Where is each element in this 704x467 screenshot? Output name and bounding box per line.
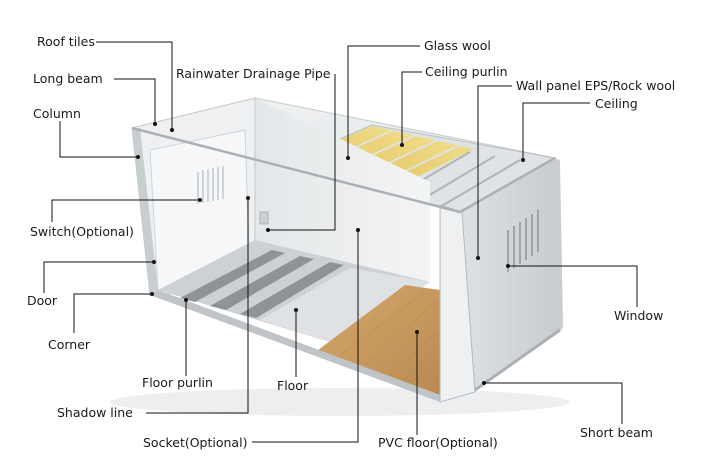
top-long-beam [131,126,461,214]
corner-columns [132,128,563,403]
top-short-beam [459,156,556,214]
label-roof-tiles: Roof tiles [37,34,95,49]
pvc-wood-floor [318,285,440,395]
label-floor: Floor [277,378,309,393]
label-ceiling-purlin: Ceiling purlin [425,64,508,79]
label-door: Door [27,293,58,308]
label-long-beam: Long beam [33,71,103,86]
leader-lines [43,41,638,443]
label-corner: Corner [48,337,91,352]
label-socket: Socket(Optional) [143,435,248,450]
label-switch: Switch(Optional) [30,224,134,239]
label-pvc-floor: PVC floor(Optional) [378,435,498,450]
bottom-side-beam [150,290,440,402]
label-column: Column [33,106,81,121]
floor-purlin-bars [180,250,344,318]
bottom-short-beam [474,328,561,392]
label-shadow-line: Shadow line [57,405,133,420]
label-floor-purlin: Floor purlin [142,375,213,390]
label-glass-wool: Glass wool [424,38,491,53]
label-ceiling: Ceiling [595,96,638,111]
window-louvres [507,210,539,272]
floor-panel [260,268,430,345]
wood-floor-lines [339,291,441,376]
inner-back-wall [255,98,430,288]
switch-box [259,211,269,225]
label-wall-panel: Wall panel EPS/Rock wool [516,78,676,93]
label-rainwater-drainage-pipe: Rainwater Drainage Pipe [176,66,331,81]
label-short-beam: Short beam [580,425,653,440]
label-window: Window [614,308,664,323]
left-louvres [197,166,224,204]
ground-shadow [110,388,570,416]
